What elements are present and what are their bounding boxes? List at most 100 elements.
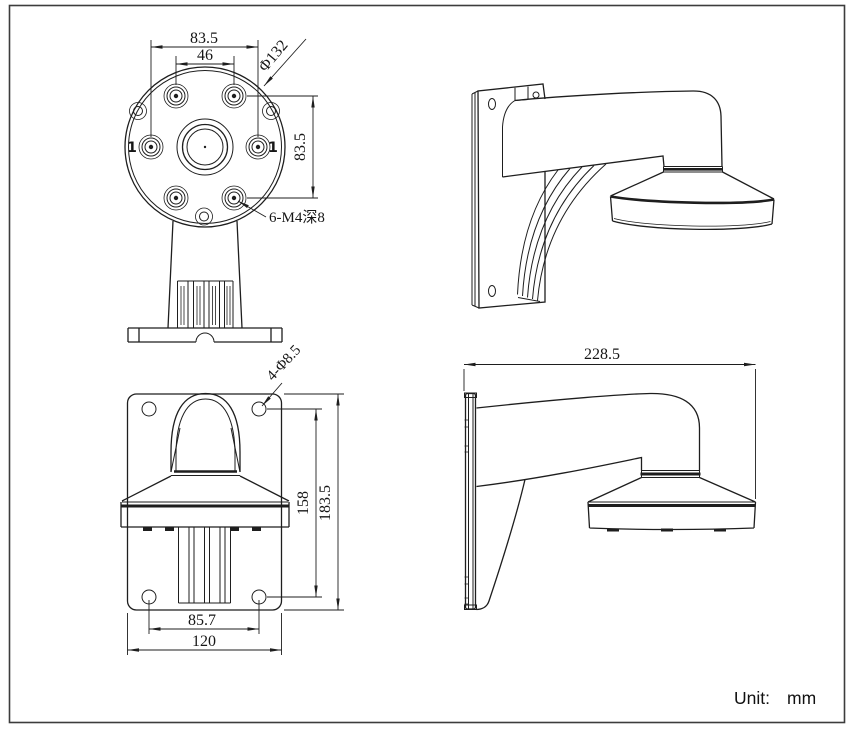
screw-hole	[163, 185, 189, 211]
leader-line	[237, 200, 267, 218]
extension-lines	[267, 408, 322, 598]
screw-hole	[221, 83, 247, 109]
extension-lines	[463, 369, 756, 499]
wall-plate-outline	[477, 83, 546, 309]
plate-screw-hole	[488, 285, 496, 297]
arm-bottom-edge	[476, 456, 643, 488]
front-view: 83.5 46 Φ132 83.5 6-M4深8 1 1	[124, 30, 325, 343]
dimension-label: 46	[197, 47, 213, 64]
dome-foot	[607, 528, 619, 532]
arm-bottom-edge	[502, 155, 665, 178]
dimension-outer-hole-span: 83.5	[150, 30, 259, 137]
plate-top-cap	[464, 392, 477, 398]
dome-rim	[610, 195, 775, 205]
back-view: 4-Φ8.5 158 183.5 85.7 120	[120, 342, 344, 655]
notch-hole	[532, 91, 540, 99]
dimension-plate-height: 183.5	[284, 393, 344, 611]
side-view: 228.5	[463, 346, 757, 611]
plate-screw-hole	[488, 98, 496, 110]
dome-foot	[252, 527, 261, 531]
leader-line	[263, 38, 307, 87]
plate-inner-rim	[128, 70, 282, 224]
extension-lines	[284, 393, 344, 611]
dimension-label: 158	[295, 491, 312, 515]
dome-foot	[165, 527, 174, 531]
thread-callout: 6-M4深8	[237, 200, 325, 226]
rib-base-edge	[517, 297, 541, 302]
plate-top-notch	[514, 86, 529, 101]
dome-cone	[610, 171, 775, 200]
unit-note: Unit: mm	[734, 688, 816, 708]
plate-outer-rim	[124, 66, 286, 228]
dimension-hole-vertical-span: 158	[267, 408, 322, 598]
mounting-hole	[251, 401, 267, 417]
dome-foot	[143, 527, 152, 531]
screw-hole	[245, 134, 271, 160]
index-marker: 1	[127, 140, 137, 156]
dimension-hole-horizontal-span: 85.7	[148, 600, 260, 634]
stand-fins	[178, 527, 231, 604]
dome-foot	[230, 527, 239, 531]
extension-lines	[150, 40, 259, 137]
dimension-inner-hole-span: 46	[175, 47, 235, 85]
base-cable-arch	[195, 332, 215, 343]
plate-side-edges	[471, 90, 480, 309]
dome-bottom-arc	[612, 220, 773, 231]
dome-cone	[121, 475, 290, 502]
stand-neck	[167, 220, 243, 329]
extension-lines	[127, 613, 282, 655]
dimension-label: 83.5	[292, 133, 309, 161]
center-hole-ring	[181, 123, 229, 171]
perspective-view	[471, 83, 775, 309]
screw-hole	[163, 83, 189, 109]
dome-bottom-inner-arc	[613, 218, 771, 227]
callout-label: 6-M4深8	[269, 209, 325, 226]
extension-lines	[175, 56, 235, 85]
arm-arch-outer	[170, 392, 241, 472]
center-hole-ring	[186, 128, 224, 166]
arm-ribs	[517, 163, 607, 301]
pedestal-stand	[127, 220, 283, 343]
dome-cone	[587, 476, 756, 503]
dimension-vertical-hole-span: 83.5	[247, 95, 318, 199]
fin-slots	[180, 286, 231, 325]
screw-hole	[138, 134, 164, 160]
dome-band-sides	[609, 196, 775, 225]
mounting-hole	[141, 401, 157, 417]
plate-bottom-cap	[464, 604, 477, 610]
dimension-plate-diameter: Φ132	[256, 37, 307, 87]
rim-tab	[262, 102, 280, 120]
rim-tab	[129, 102, 147, 120]
center-hole-ring	[176, 118, 234, 176]
arch-fold-lines	[170, 427, 241, 473]
dimension-label: 228.5	[584, 346, 620, 363]
stand-fins	[177, 280, 234, 328]
unit-value: mm	[787, 688, 816, 708]
arm-arch-inner	[175, 398, 236, 472]
screw-hole	[221, 185, 247, 211]
dimension-overall-depth: 228.5	[463, 346, 756, 499]
dimension-plate-width: 120	[127, 613, 282, 655]
mount-flange	[663, 166, 723, 173]
dome-foot	[714, 528, 726, 532]
center-hole	[176, 118, 234, 176]
dimension-label: 120	[192, 633, 216, 650]
dimension-label: 183.5	[317, 485, 334, 521]
rim-tabs	[129, 102, 280, 226]
hole-callout: 4-Φ8.5	[261, 342, 304, 407]
plate-profile-lines	[468, 393, 474, 609]
callout-label: 4-Φ8.5	[264, 342, 304, 384]
center-mark	[203, 145, 207, 149]
arm-left-face	[502, 100, 516, 177]
dome-foot	[661, 528, 673, 532]
stand-base	[127, 327, 283, 343]
unit-label: Unit:	[734, 688, 770, 708]
leader-line	[261, 382, 283, 407]
dimension-label: 85.7	[188, 612, 216, 629]
dimension-label: Φ132	[256, 37, 292, 75]
plate-edge-ticks	[464, 419, 469, 605]
extension-lines	[247, 95, 318, 199]
drawing-border	[8, 4, 846, 724]
arm-top-edge	[514, 90, 723, 167]
